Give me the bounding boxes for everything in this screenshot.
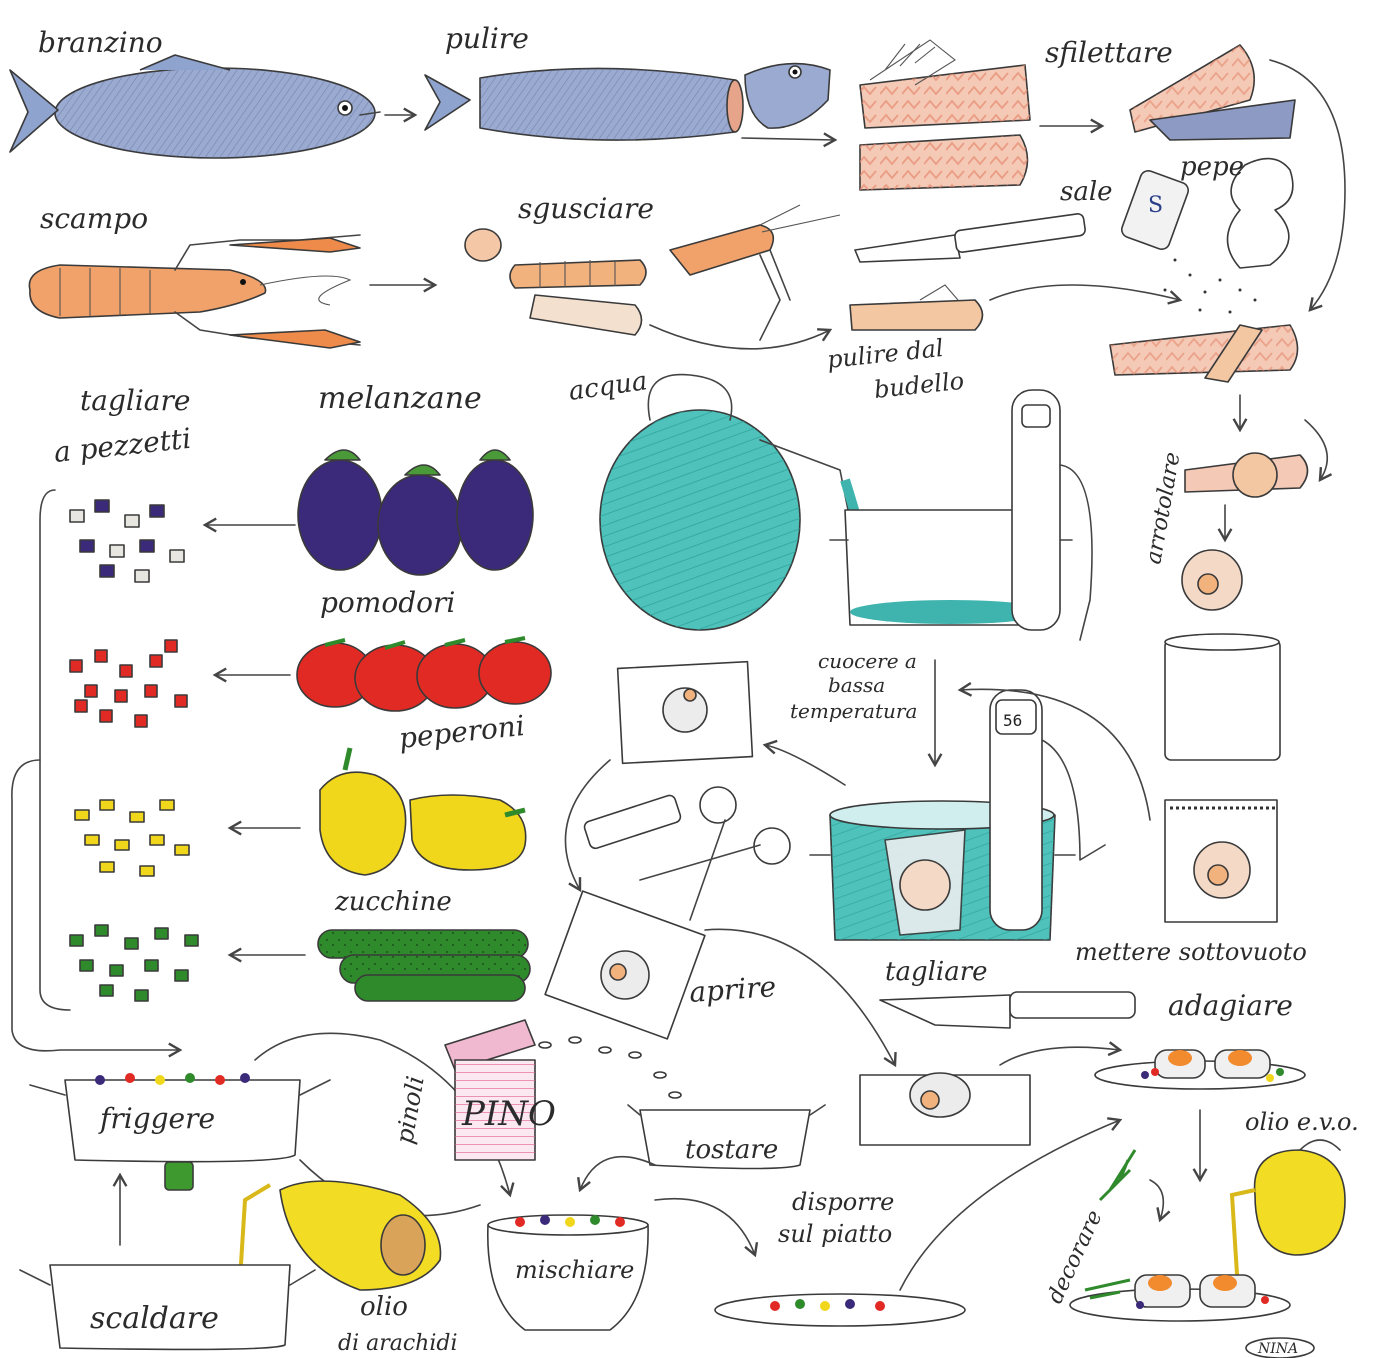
label-cuocere-2: bassa xyxy=(828,673,885,697)
label-tostare: tostare xyxy=(685,1135,778,1165)
label-disporre-2: sul piatto xyxy=(778,1220,892,1248)
label-pulire-dal: pulire dal xyxy=(826,334,945,374)
whole-fish xyxy=(10,55,380,158)
label-cuocere-1: cuocere a xyxy=(818,649,917,673)
cleaned-scampo xyxy=(850,285,983,330)
label-sfilettare: sfilettare xyxy=(1045,36,1173,69)
plate-top xyxy=(1095,1050,1305,1089)
zucchini-cubes xyxy=(70,925,198,1001)
water-jug xyxy=(600,375,880,630)
tomato-cubes xyxy=(70,640,187,727)
label-cuocere-3: temperatura xyxy=(790,699,917,723)
cut-bag-strip xyxy=(583,794,682,850)
thermo-display: 56 xyxy=(1003,711,1022,730)
label-pomodori: pomodori xyxy=(320,586,455,619)
label-pinoli: pinoli xyxy=(390,1074,429,1146)
signature: NINA xyxy=(1257,1341,1298,1357)
label-zucchine: zucchine xyxy=(334,887,452,917)
label-acqua: acqua xyxy=(567,366,649,407)
peeled-scampo xyxy=(465,205,840,340)
rolled-fish xyxy=(1182,550,1242,610)
eggplant-cubes xyxy=(70,500,184,582)
label-scampo: scampo xyxy=(40,202,148,235)
label-pulire: pulire xyxy=(445,22,529,55)
label-tagliare-a-pezzetti-2: a pezzetti xyxy=(52,422,192,469)
can-label: PINO xyxy=(461,1094,556,1134)
knife-top xyxy=(855,213,1086,262)
pine-nuts-falling xyxy=(539,1037,681,1098)
label-arrotolare: arrotolare xyxy=(1141,450,1185,566)
label-adagiare: adagiare xyxy=(1168,989,1293,1022)
serving-plate xyxy=(715,1294,965,1326)
circulator-top xyxy=(1012,390,1092,640)
label-scaldare: scaldare xyxy=(90,1301,219,1336)
vacuum-bag-roll xyxy=(1165,800,1277,922)
sealed-bag xyxy=(618,662,753,764)
tomatoes xyxy=(297,638,551,711)
label-mischiare: mischiare xyxy=(515,1256,634,1284)
label-tagliare-knife: tagliare xyxy=(885,957,988,987)
label-branzino: branzino xyxy=(38,26,163,59)
plate-final xyxy=(1070,1275,1290,1321)
label-friggere: friggere xyxy=(98,1102,215,1135)
bottle-cap xyxy=(165,1162,193,1190)
label-olio-evo: olio e.v.o. xyxy=(1245,1108,1359,1136)
bell-peppers xyxy=(320,748,526,875)
pine-nut-can xyxy=(445,1020,535,1160)
label-budello: budello xyxy=(873,367,966,404)
svg-text:S: S xyxy=(1148,193,1163,218)
oil-jug xyxy=(1232,1140,1345,1290)
eggplants xyxy=(298,450,533,575)
label-disporre-1: disporre xyxy=(792,1188,894,1216)
knife-bottom xyxy=(880,992,1135,1028)
headless-fish xyxy=(425,68,743,140)
label-decorare: decorare xyxy=(1043,1206,1108,1307)
whole-scampo xyxy=(29,235,360,348)
label-olio-arachidi-2: di arachidi xyxy=(338,1331,458,1356)
zucchini xyxy=(318,930,530,1001)
label-sgusciare: sgusciare xyxy=(518,192,654,225)
roll-in-progress xyxy=(1185,453,1308,497)
label-melanzane: melanzane xyxy=(318,381,482,416)
label-pepe: pepe xyxy=(1180,152,1244,182)
label-sale: sale xyxy=(1060,177,1113,207)
label-aprire: aprire xyxy=(688,970,777,1009)
herbs xyxy=(1100,1150,1135,1200)
fish-fillets xyxy=(860,40,1030,190)
label-olio-arachidi-1: olio xyxy=(360,1292,408,1322)
label-peperoni: peperoni xyxy=(397,709,526,755)
pepper-cubes xyxy=(75,800,189,876)
fish-head xyxy=(745,64,830,129)
label-tagliare-a-pezzetti-1: tagliare xyxy=(80,384,190,417)
seasoned-fillet xyxy=(1110,325,1298,382)
empty-jar xyxy=(1165,634,1280,760)
opened-bag xyxy=(545,891,705,1039)
label-mettere-sottovuoto: mettere sottovuoto xyxy=(1075,938,1307,966)
cutting-board xyxy=(860,1073,1030,1145)
